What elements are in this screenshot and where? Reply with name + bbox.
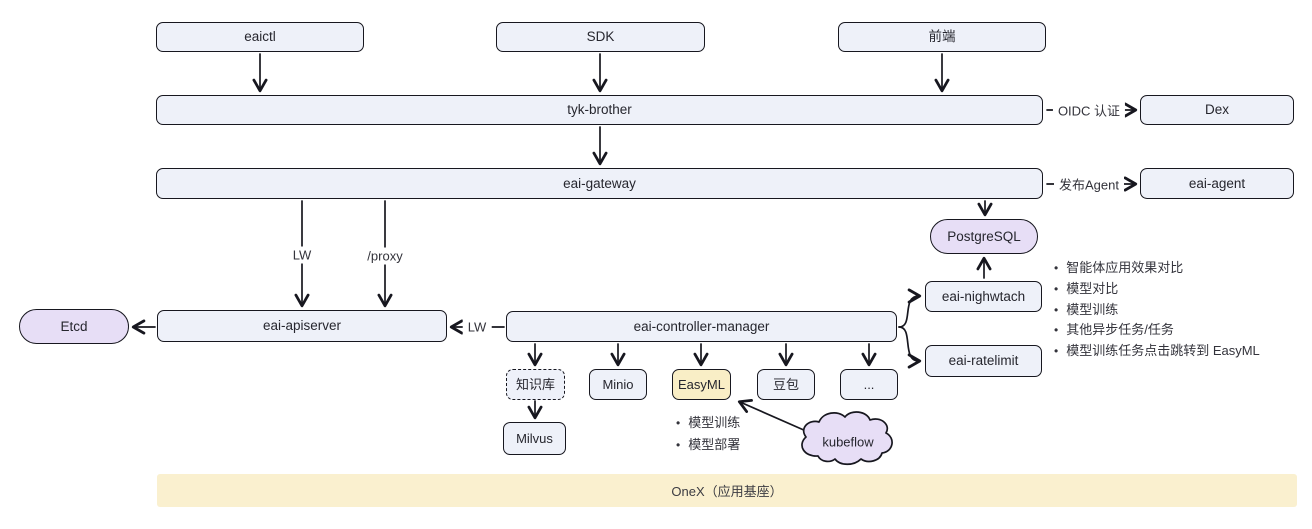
list-item: 模型部署 [676,434,740,456]
node-kubeflow-label: kubeflow [822,434,874,450]
node-easyml: EasyML [672,369,731,400]
edge-label-proxy: /proxy [362,247,408,265]
list-item: 模型对比 [1054,279,1260,300]
node-eai-gateway: eai-gateway [156,168,1043,199]
list-item: 其他异步任务/任务 [1054,320,1260,341]
node-knowledge-base: 知识库 [506,369,565,400]
nightwatch-task-list: 智能体应用效果对比 模型对比 模型训练 其他异步任务/任务 模型训练任务点击跳转… [1054,258,1260,362]
node-postgresql: PostgreSQL [930,219,1038,254]
node-eai-agent: eai-agent [1140,168,1294,199]
node-eaictl: eaictl [156,22,364,52]
node-etcd: Etcd [19,309,129,344]
arrow-kubeflow-to-easyml [737,399,807,432]
node-eai-controller-manager: eai-controller-manager [506,311,897,342]
list-item: 模型训练 [1054,300,1260,321]
node-eai-apiserver: eai-apiserver [157,310,447,342]
edge-label-lw-gateway: LW [287,246,317,264]
arrow-controller-to-nightwatch [898,288,922,328]
list-item: 智能体应用效果对比 [1054,258,1260,279]
edge-label-lw-controller: LW [462,318,492,336]
onex-base-bar: OneX（应用基座） [157,474,1297,507]
list-item: 模型训练任务点击跳转到 EasyML [1054,341,1260,362]
node-eai-nighwtach: eai-nighwtach [925,281,1042,312]
node-eai-ratelimit: eai-ratelimit [925,345,1042,377]
easyml-task-list: 模型训练 模型部署 [676,412,740,456]
arrow-controller-to-ratelimit [898,326,922,369]
node-tyk-brother: tyk-brother [156,95,1043,125]
list-item: 模型训练 [676,412,740,434]
node-sdk: SDK [496,22,705,52]
node-milvus: Milvus [503,422,566,455]
edge-label-publish-agent: 发布Agent [1054,173,1124,195]
edge-label-oidc-auth: OIDC 认证 [1052,99,1126,121]
node-frontend: 前端 [838,22,1046,52]
node-dex: Dex [1140,95,1294,125]
kubeflow-cloud-shape [801,411,893,466]
node-ellipsis: ... [840,369,898,400]
node-doubao: 豆包 [757,369,815,400]
node-minio: Minio [589,369,647,400]
